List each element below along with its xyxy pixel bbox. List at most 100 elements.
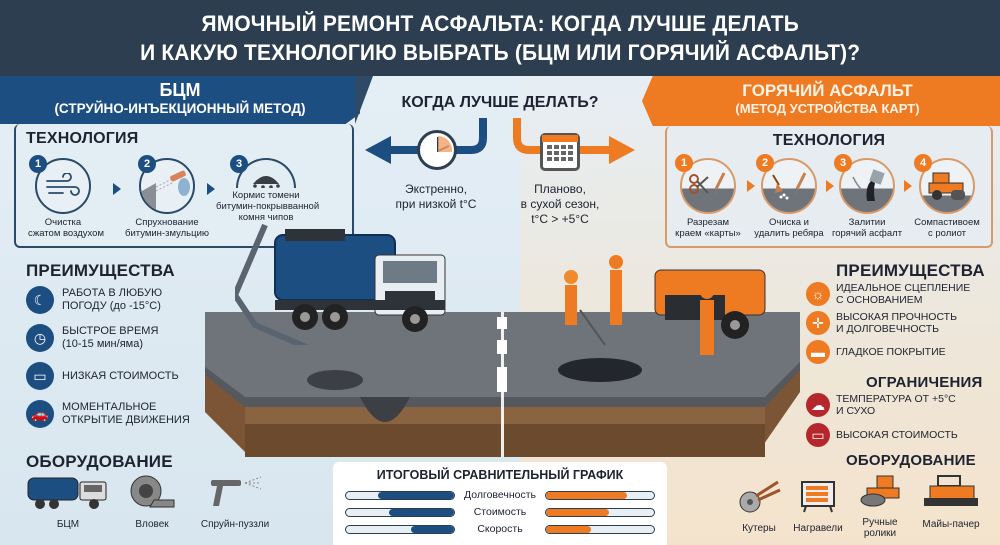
hot-asphalt-advantages-title: ПРЕИМУЩЕСТВА <box>836 261 985 280</box>
limitation-line-1: ВЫСОКАЯ СТОИМОСТЬ <box>836 429 958 441</box>
chart-row-durability: Долговечность <box>345 488 655 502</box>
bcm-banner-title: БЦМ <box>159 80 201 100</box>
step-arrow-icon <box>747 180 755 192</box>
bcm-step-1: 1 Очистка сжатом воздухом <box>28 155 104 239</box>
car-icon: 🚗 <box>26 400 54 428</box>
advantage-item: ▭ НИЗКАЯ СТОИМОСТЬ <box>26 362 226 390</box>
wallet-icon: ▭ <box>806 423 830 447</box>
hot-step-2: 2 Очиска и удалить ребяра <box>750 154 828 239</box>
hot-asphalt-banner-title: ГОРЯЧИЙ АСФАЛЬТ <box>742 81 913 100</box>
step-label-3: комня чипов <box>238 212 294 223</box>
cutter-icon <box>689 172 726 195</box>
bcm-banner <box>0 76 360 124</box>
chart-row-speed: Скорость <box>345 522 655 536</box>
clock-icon: ◷ <box>26 324 54 352</box>
step-number: 4 <box>914 154 932 172</box>
when-emergency-line-1: Экстренно, <box>404 182 468 196</box>
workers-paver-illustration <box>564 255 766 355</box>
step-label-2: сжатом воздухом <box>28 228 104 239</box>
pour-bucket-icon <box>852 169 885 201</box>
step-arrow-icon <box>826 180 834 192</box>
equipment-label: Награвели <box>793 523 843 534</box>
when-planned-line-3: t°C > +5°C <box>531 212 589 226</box>
hot-bar-fill <box>546 508 609 516</box>
chart-category-label: Скорость <box>477 523 523 535</box>
step-number: 2 <box>138 155 156 173</box>
rain-cloud-icon: ☁ <box>806 393 830 417</box>
step-label: Разрезам <box>686 217 730 228</box>
equipment-item: Спруйн-пуззли <box>195 474 275 530</box>
when-planned-line-2: в сухой сезон, <box>520 197 600 211</box>
hand-roller-icon <box>860 475 900 507</box>
equipment-label: Вловек <box>135 519 169 530</box>
bcm-bar-track <box>345 507 455 517</box>
step-label-2: горячий асфалт <box>831 228 903 239</box>
brush-clean-icon <box>772 172 807 200</box>
comparison-chart-title: ИТОГОВЫЙ СРАВНИТЕЛЬНЫЙ ГРАФИК <box>376 468 624 482</box>
advantage-line-2: С ОСНОВАНИЕМ <box>836 294 923 306</box>
advantage-line-2: ПОГОДУ (до -15°C) <box>62 300 161 312</box>
when-emergency-line-2: при низкой t°C <box>395 197 477 211</box>
equipment-item: Ручные ролики <box>854 474 906 539</box>
chart-row-cost: Стоимость <box>345 505 655 519</box>
hot-bar-fill <box>546 525 592 533</box>
bcm-advantages-title: ПРЕИМУЩЕСТВА <box>26 261 175 280</box>
equipment-label: Ручные <box>862 517 898 528</box>
hot-step-4: 4 Сомпастивоем с ролиот <box>906 154 988 239</box>
roller-icon <box>928 172 965 200</box>
hot-asphalt-technology-title: ТЕХНОЛОГИЯ <box>772 132 886 149</box>
smooth-surface-icon: ▬ <box>806 340 830 364</box>
when-planned-line-1: Планово, <box>534 182 586 196</box>
step-label-2: битумин-покрывванной <box>216 201 320 212</box>
hot-bar-track <box>545 524 655 534</box>
hot-bar-track <box>545 507 655 517</box>
bcm-bar-track <box>345 524 455 534</box>
clock-icon <box>417 130 457 170</box>
hot-step-1: 1 Разрезам краем «карты» <box>672 154 744 239</box>
step-number: 3 <box>834 154 852 172</box>
limitation-line-2: И СУХО <box>836 405 876 417</box>
when-planned-text: Планово, в сухой сезон, t°C > +5°C <box>505 182 615 227</box>
equipment-label: Кутеры <box>742 523 776 534</box>
blower-icon <box>130 475 175 508</box>
advantage-line-1: ИДЕАЛЬНОЕ СЦЕПЛЕНИЕ <box>836 282 971 294</box>
step-label: Кормис томени <box>232 190 300 201</box>
chart-category-label: Стоимость <box>473 506 527 518</box>
hot-step-3: 3 Залитии горячий асфалт <box>828 154 906 239</box>
step-label-2: с ролиот <box>927 228 967 239</box>
step-number: 1 <box>29 155 47 173</box>
equipment-label: БЦМ <box>56 519 80 530</box>
equipment-label: Спруйн-пуззли <box>200 519 270 530</box>
bcm-bar-fill <box>389 508 454 516</box>
step-number: 3 <box>230 155 248 173</box>
saw-cutter-icon <box>739 480 781 513</box>
wallet-icon: ▭ <box>26 362 54 390</box>
dumbbell-icon: ✛ <box>806 311 830 335</box>
heater-icon <box>801 481 835 513</box>
advantage-line-1: БЫСТРОЕ ВРЕМЯ <box>62 325 159 337</box>
step-label: Залитии <box>848 217 886 228</box>
equipment-item: Награвели <box>790 478 846 534</box>
bcm-bar-fill <box>410 525 454 533</box>
hot-asphalt-limitations-title: ОГРАНИЧЕНИЯ <box>866 374 983 391</box>
step-label: Очиска и <box>769 217 809 228</box>
when-title: КОГДА ЛУЧШЕ ДЕЛАТЬ? <box>401 94 599 111</box>
bcm-bar-fill <box>378 491 454 499</box>
advantage-line-2: ОТКРЫТИЕ ДВИЖЕНИЯ <box>62 414 190 426</box>
when-arrows <box>365 118 635 164</box>
equipment-item: Вловек <box>122 474 182 530</box>
wind-icon <box>46 173 80 196</box>
equipment-item: БЦМ <box>24 474 112 530</box>
title-line-2: И КАКУЮ ТЕХНОЛОГИЮ ВЫБРАТЬ (БЦМ ИЛИ ГОРЯ… <box>139 40 861 65</box>
sun-icon: ☼ <box>806 282 830 306</box>
step-arrow-icon <box>207 183 215 195</box>
hot-asphalt-equipment-title: ОБОРУДОВАНИЕ <box>846 452 976 469</box>
step-label: Спрухнование <box>135 217 199 228</box>
limitation-line-1: ТЕМПЕРАТУРА ОТ +5°C <box>836 393 956 405</box>
